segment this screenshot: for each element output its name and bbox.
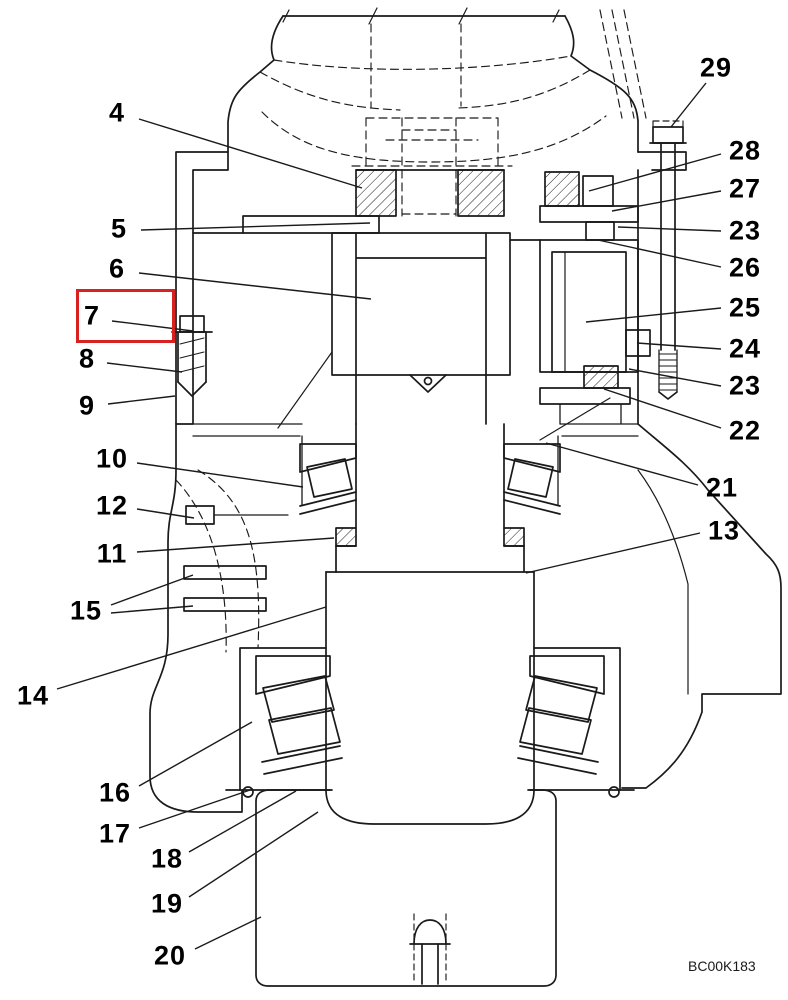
part-label-16[interactable]: 16 — [98, 777, 132, 808]
part-label-9[interactable]: 9 — [78, 390, 96, 421]
part-label-13[interactable]: 13 — [707, 515, 741, 546]
bottom-bolt — [409, 913, 451, 985]
part-label-22[interactable]: 22 — [728, 415, 762, 446]
part-label-12[interactable]: 12 — [95, 490, 129, 521]
part-label-24[interactable]: 24 — [728, 333, 762, 364]
part-label-19[interactable]: 19 — [150, 888, 184, 919]
part-label-7[interactable]: 7 — [83, 300, 101, 331]
part-label-28[interactable]: 28 — [728, 135, 762, 166]
part-label-11[interactable]: 11 — [96, 538, 128, 569]
part-label-18[interactable]: 18 — [150, 843, 184, 874]
part-label-8[interactable]: 8 — [78, 343, 96, 374]
part-label-23a[interactable]: 23 — [728, 215, 762, 246]
part-label-5[interactable]: 5 — [110, 213, 128, 244]
top-motor-ghost — [227, 7, 639, 167]
highlight-box — [76, 289, 175, 343]
cylinder-block-6 — [277, 232, 541, 429]
part-label-15[interactable]: 15 — [69, 595, 103, 626]
figure-code: BC00K183 — [688, 958, 756, 974]
hose-lines — [599, 9, 647, 119]
part-label-29[interactable]: 29 — [699, 52, 733, 83]
part-label-26[interactable]: 26 — [728, 252, 762, 283]
part-label-23b[interactable]: 23 — [728, 370, 762, 401]
part-label-4[interactable]: 4 — [108, 97, 126, 128]
coupling-splines — [355, 117, 505, 217]
part-label-17[interactable]: 17 — [98, 818, 132, 849]
part-label-6[interactable]: 6 — [108, 253, 126, 284]
part-label-25[interactable]: 25 — [728, 292, 762, 323]
part-label-14[interactable]: 14 — [16, 680, 50, 711]
part-label-27[interactable]: 27 — [728, 173, 762, 204]
part-label-10[interactable]: 10 — [95, 443, 129, 474]
plug-7-8-9 — [171, 315, 213, 397]
part-label-20[interactable]: 20 — [153, 940, 187, 971]
part-label-21[interactable]: 21 — [705, 472, 739, 503]
